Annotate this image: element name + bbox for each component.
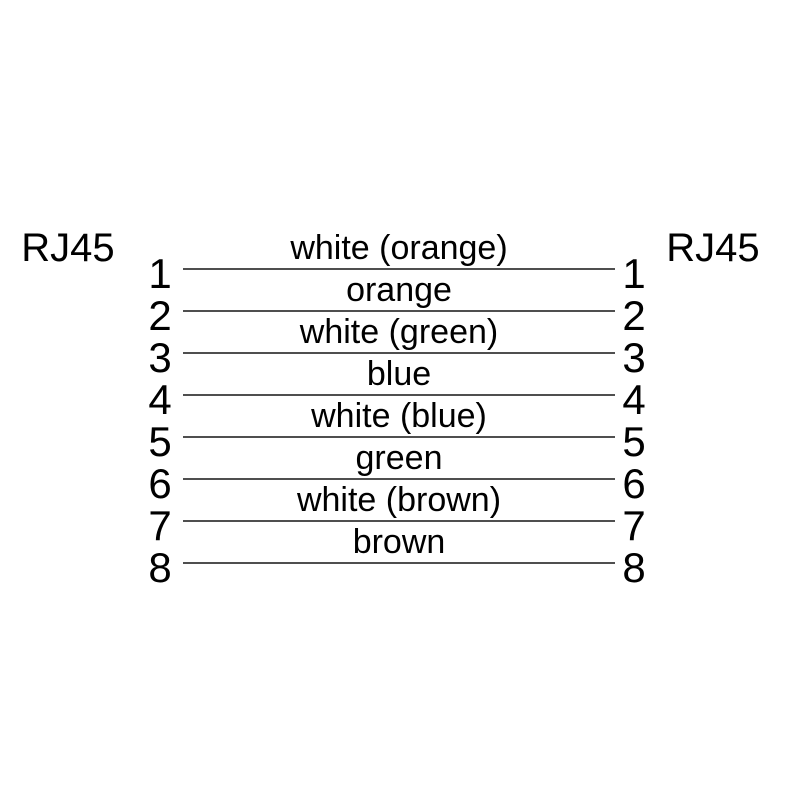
wire-pin-left: 3 xyxy=(148,334,172,381)
wire-color-label: brown xyxy=(352,523,446,561)
wire-line xyxy=(183,268,615,270)
wire-line xyxy=(183,394,615,396)
wire-line xyxy=(183,352,615,354)
wire-line xyxy=(183,562,615,564)
wire-pin-right: 2 xyxy=(622,292,646,339)
wire-color-label: white (blue) xyxy=(311,397,487,435)
wire-pin-right: 8 xyxy=(622,544,646,591)
wire-pin-left: 2 xyxy=(148,292,172,339)
wire-pin-right: 1 xyxy=(622,250,646,297)
wire-pin-right: 7 xyxy=(622,502,646,549)
left-connector-label: RJ45 xyxy=(21,226,115,270)
wire-color-label: white (brown) xyxy=(296,481,502,519)
wire-line xyxy=(183,478,615,480)
wire-color-label: white (orange) xyxy=(290,229,508,267)
wire-pin-left: 1 xyxy=(148,250,172,297)
wire-pin-left: 4 xyxy=(148,376,172,423)
wire-pin-right: 3 xyxy=(622,334,646,381)
right-connector-label: RJ45 xyxy=(666,226,760,270)
wire-pin-left: 5 xyxy=(148,418,172,465)
wire-pin-left: 8 xyxy=(148,544,172,591)
wire-pin-left: 7 xyxy=(148,502,172,549)
wire-pin-right: 4 xyxy=(622,376,646,423)
wire-color-label: white (green) xyxy=(299,313,499,351)
wire-line xyxy=(183,436,615,438)
wire-line xyxy=(183,520,615,522)
wire-color-label: green xyxy=(355,439,443,477)
wire-line xyxy=(183,310,615,312)
wire-pin-left: 6 xyxy=(148,460,172,507)
wire-color-label: orange xyxy=(346,271,452,309)
wire-pin-right: 6 xyxy=(622,460,646,507)
wire-color-label: blue xyxy=(366,355,432,393)
wire-pin-right: 5 xyxy=(622,418,646,465)
